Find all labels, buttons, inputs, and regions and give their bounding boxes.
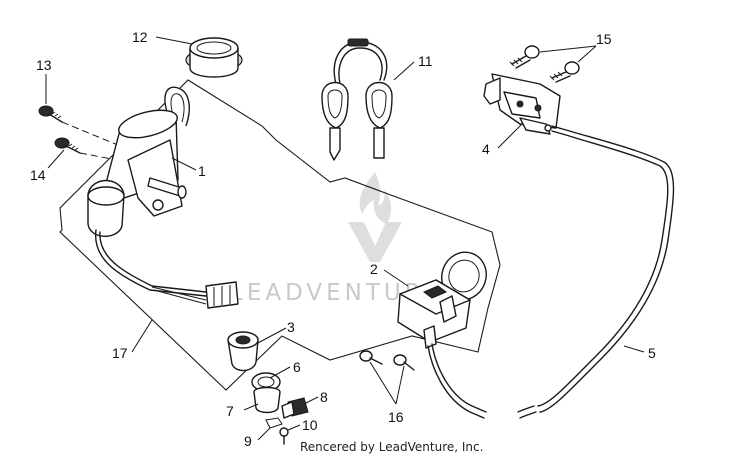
watermark-v-icon [348, 222, 402, 262]
callout-1: 1 [198, 163, 206, 179]
keys-part [321, 38, 393, 161]
screws-16-part [359, 350, 415, 371]
callout-12: 12 [132, 29, 148, 45]
lock-wire-harness [95, 229, 239, 309]
callout-17: 17 [112, 345, 128, 361]
watermark-flame-icon [359, 172, 392, 224]
screw-14-part [54, 137, 81, 154]
callout-3: 3 [287, 319, 295, 335]
callout-16: 16 [388, 409, 404, 425]
callout-14: 14 [30, 167, 46, 183]
small-lock-set-part [251, 372, 309, 445]
switch-wire [427, 343, 487, 419]
release-cable-part [517, 125, 675, 419]
ignition-switch-part [397, 251, 487, 349]
callout-15: 15 [596, 31, 612, 47]
callouts: 12 13 14 1 11 15 4 5 2 3 17 6 7 8 9 10 1… [30, 29, 656, 449]
watermark: LEADVENTURE [230, 172, 439, 306]
callout-8: 8 [320, 389, 328, 405]
leader-lines [45, 36, 645, 441]
grommet-part [185, 37, 243, 78]
axis-line-14 [79, 152, 129, 163]
callout-4: 4 [482, 141, 490, 157]
callout-10: 10 [302, 417, 318, 433]
screw-13-part [38, 105, 63, 123]
credit-text: Rencered by LeadVenture, Inc. [300, 439, 484, 455]
steering-lock-part [87, 86, 190, 237]
seat-latch-part [483, 73, 561, 135]
lock-barrel-part [227, 331, 259, 372]
callout-5: 5 [648, 345, 656, 361]
callout-11: 11 [418, 53, 433, 69]
callout-9: 9 [244, 433, 252, 449]
callout-7: 7 [226, 403, 234, 419]
callout-13: 13 [36, 57, 52, 73]
screws-15-part [509, 45, 580, 83]
callout-6: 6 [293, 359, 301, 375]
callout-2: 2 [370, 261, 378, 277]
assembly-outline [59, 79, 501, 391]
